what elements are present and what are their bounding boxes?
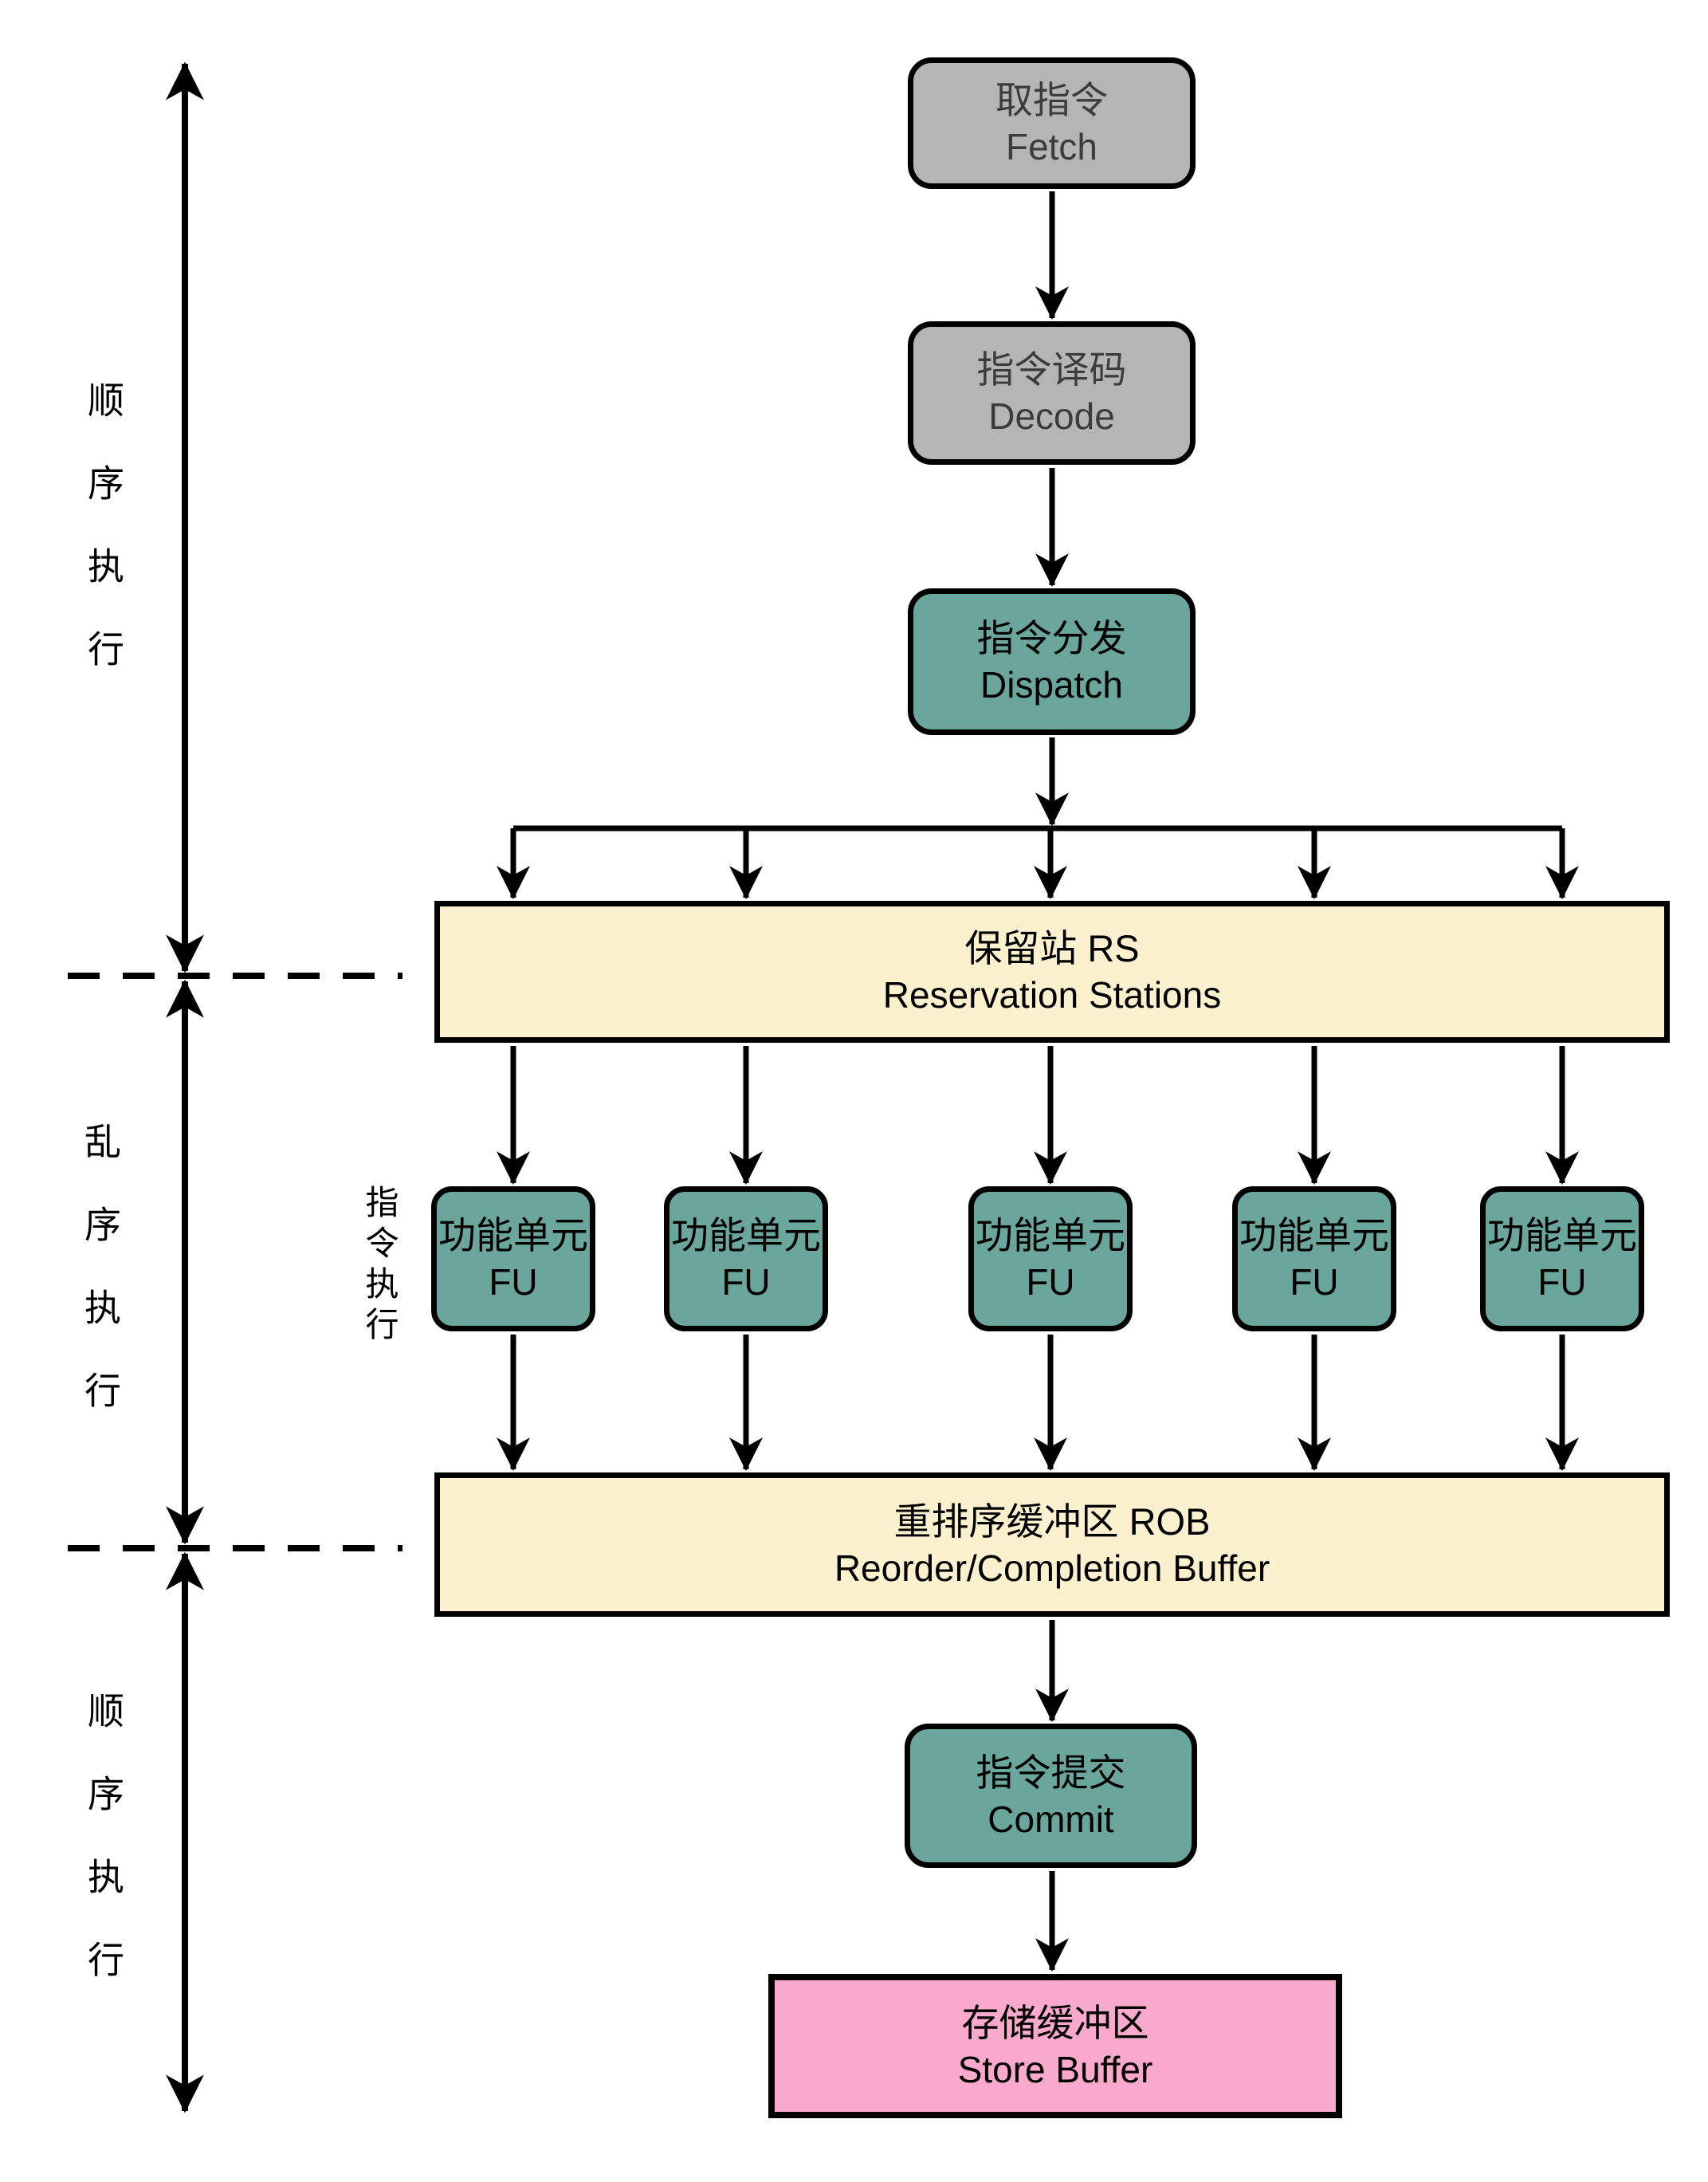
fu-label-zh: 功能单元	[1239, 1214, 1389, 1256]
label-in-order-top: 顺序执行	[83, 381, 124, 713]
commit-label-en: Commit	[987, 1798, 1114, 1840]
store-buffer-label-zh: 存储缓冲区	[961, 2001, 1149, 2044]
fu-label-en: FU	[721, 1261, 771, 1303]
dispatch-label-en: Dispatch	[980, 664, 1123, 706]
fetch-box: 取指令 Fetch	[908, 57, 1196, 189]
fu-box-4: 功能单元 FU	[1232, 1186, 1396, 1331]
fu-to-rob-arrows	[497, 1335, 1579, 1472]
label-in-order-bottom: 顺序执行	[83, 1692, 124, 2023]
fu-label-zh: 功能单元	[438, 1214, 588, 1256]
fu-label-zh: 功能单元	[671, 1214, 821, 1256]
fu-box-2: 功能单元 FU	[664, 1186, 828, 1331]
dispatch-fanout	[497, 825, 1579, 900]
fetch-label-zh: 取指令	[995, 78, 1108, 121]
rs-label-en: Reservation Stations	[882, 974, 1222, 1016]
fu-box-1: 功能单元 FU	[431, 1186, 595, 1331]
reorder-buffer-box: 重排序缓冲区 ROB Reorder/Completion Buffer	[434, 1472, 1670, 1617]
dispatch-box: 指令分发 Dispatch	[908, 588, 1196, 735]
decode-label-en: Decode	[988, 395, 1115, 437]
fu-box-5: 功能单元 FU	[1480, 1186, 1644, 1331]
commit-label-zh: 指令提交	[976, 1751, 1126, 1794]
fu-box-3: 功能单元 FU	[968, 1186, 1133, 1331]
decode-box: 指令译码 Decode	[908, 321, 1196, 465]
store-buffer-box: 存储缓冲区 Store Buffer	[768, 1974, 1342, 2118]
rs-label-zh: 保留站 RS	[964, 927, 1140, 969]
fu-label-zh: 功能单元	[976, 1214, 1125, 1256]
label-instruction-execute: 指令执行	[361, 1185, 399, 1347]
label-out-of-order: 乱序执行	[80, 1122, 121, 1454]
fu-label-en: FU	[1537, 1261, 1587, 1303]
store-buffer-label-en: Store Buffer	[957, 2048, 1153, 2090]
rob-label-zh: 重排序缓冲区 ROB	[893, 1500, 1211, 1543]
decode-label-zh: 指令译码	[976, 348, 1127, 391]
fu-label-en: FU	[1290, 1261, 1339, 1303]
rs-to-fu-arrows	[497, 1046, 1579, 1185]
commit-box: 指令提交 Commit	[905, 1724, 1197, 1868]
dispatch-label-zh: 指令分发	[976, 617, 1127, 659]
fu-label-en: FU	[1026, 1261, 1075, 1303]
fetch-label-en: Fetch	[1005, 125, 1098, 167]
fu-label-en: FU	[489, 1261, 538, 1303]
fu-label-zh: 功能单元	[1487, 1214, 1637, 1256]
reservation-stations-box: 保留站 RS Reservation Stations	[434, 901, 1670, 1043]
rob-label-en: Reorder/Completion Buffer	[834, 1547, 1270, 1589]
